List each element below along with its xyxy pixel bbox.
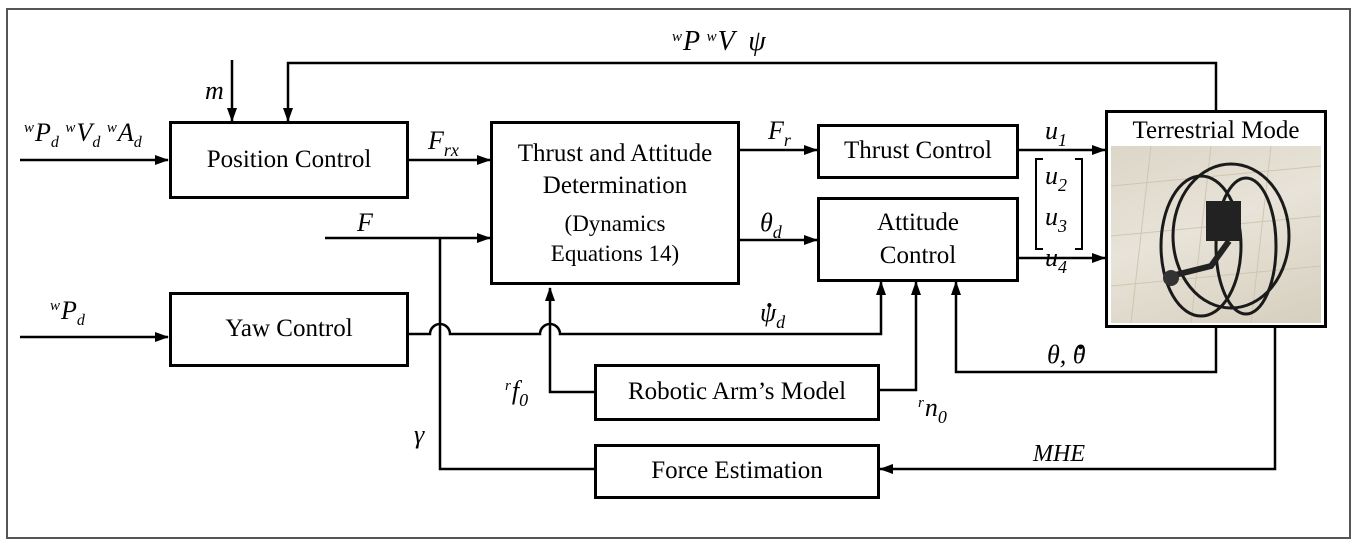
position-control-label: Position Control [206, 145, 372, 173]
thrust-attitude-block: Thrust and Attitude Determination (Dynam… [490, 121, 740, 285]
mass-label: m [205, 76, 224, 105]
robotic-arm-model-label: Robotic Arm’s Model [627, 378, 847, 406]
force-estimation-block: Force Estimation [594, 444, 880, 499]
thrust-control-block: Thrust Control [817, 124, 1019, 179]
f-rx-label: Frx [428, 126, 459, 160]
thrust-control-label: Thrust Control [844, 137, 992, 165]
terrestrial-mode-title: Terrestrial Mode [1132, 117, 1300, 144]
theta-d-label: θd [760, 208, 782, 242]
thrust-attitude-line2: Determination [542, 172, 688, 200]
robot-photo [1111, 146, 1321, 323]
attitude-control-block: Attitude Control [817, 197, 1019, 282]
yaw-reference-label: wPd [50, 296, 85, 329]
force-estimation-label: Force Estimation [651, 457, 823, 485]
position-control-block: Position Control [169, 121, 409, 199]
gamma-label: γ [414, 420, 425, 449]
force-input-label: F [357, 208, 373, 237]
r-n0-label: rn0 [918, 393, 947, 427]
attitude-control-line2: Control [879, 241, 957, 269]
attitude-control-line1: Attitude [877, 209, 959, 236]
u-vector-right-bracket [1075, 158, 1083, 250]
u-vector-left-bracket [1035, 158, 1043, 250]
thrust-attitude-line4: Equations 14) [550, 240, 680, 266]
u1-label: u1 [1045, 116, 1067, 150]
position-reference-label: wPd wVd wAd [24, 118, 142, 151]
thrust-attitude-line3: (Dynamics [564, 210, 666, 236]
robotic-arm-model-block: Robotic Arm’s Model [594, 364, 880, 421]
f-r-label: Fr [768, 116, 791, 150]
psi-dot-d-label: ψd [760, 300, 785, 332]
yaw-control-block: Yaw Control [169, 292, 409, 367]
r-f0-label: rf0 [505, 376, 529, 410]
mhe-label: MHE [1033, 441, 1085, 467]
feedback-top-label: wP wV ψ [672, 26, 766, 57]
thrust-attitude-line1: Thrust and Attitude [517, 139, 713, 167]
theta-feedback-label: θ, θ [1047, 342, 1086, 368]
yaw-control-label: Yaw Control [225, 315, 353, 343]
